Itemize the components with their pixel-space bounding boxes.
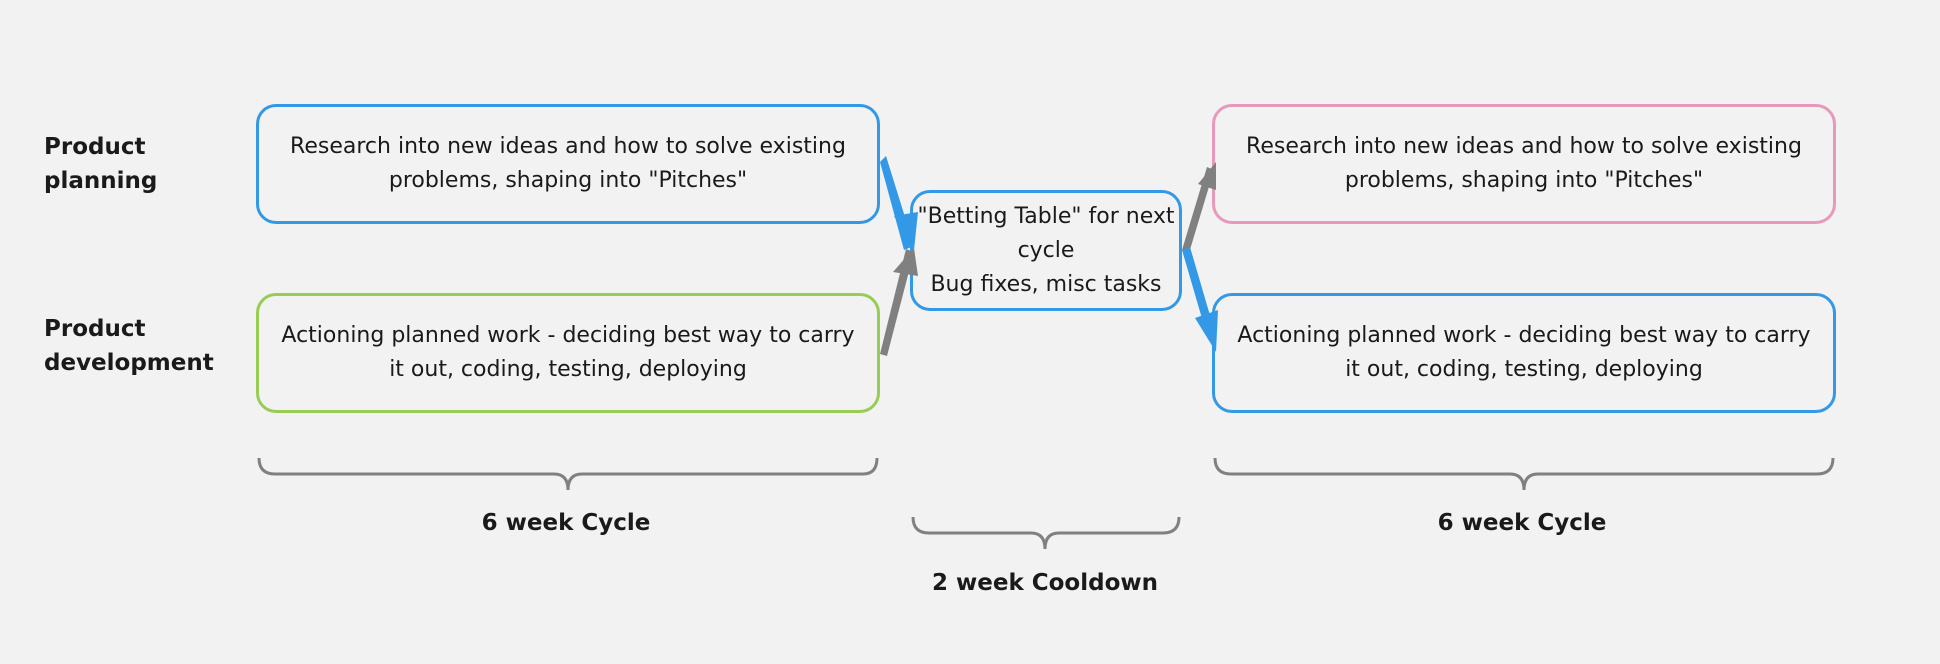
development-box-cycle-1-text: Actioning planned work - deciding best w…	[281, 323, 855, 382]
brace-cycle-2	[1213, 457, 1835, 491]
cooldown-box-text: "Betting Table" for next cycle Bug fixes…	[917, 203, 1175, 297]
brace-cooldown	[911, 516, 1181, 550]
caption-cooldown: 2 week Cooldown	[931, 570, 1158, 596]
development-box-cycle-2-text: Actioning planned work - deciding best w…	[1237, 323, 1811, 382]
planning-box-cycle-1-text: Research into new ideas and how to solve…	[290, 134, 846, 193]
arrow-planning-to-cooldown-head	[894, 212, 918, 250]
caption-cycle-1: 6 week Cycle	[481, 510, 651, 536]
arrow-development-to-cooldown	[880, 249, 914, 356]
row-label-product-development: Product development	[44, 316, 214, 376]
planning-box-cycle-1[interactable]: Research into new ideas and how to solve…	[256, 104, 880, 224]
arrow-cooldown-to-development-head	[1195, 310, 1218, 352]
planning-box-cycle-2-text: Research into new ideas and how to solve…	[1246, 134, 1802, 193]
row-label-product-planning: Product planning	[44, 134, 158, 194]
cooldown-box[interactable]: "Betting Table" for next cycle Bug fixes…	[910, 190, 1182, 311]
arrow-cooldown-to-planning	[1182, 167, 1214, 253]
brace-cycle-1	[257, 457, 879, 491]
planning-box-cycle-2[interactable]: Research into new ideas and how to solve…	[1212, 104, 1836, 224]
development-box-cycle-2[interactable]: Actioning planned work - deciding best w…	[1212, 293, 1836, 413]
arrow-cooldown-to-planning-head	[1198, 162, 1216, 190]
caption-cycle-2: 6 week Cycle	[1437, 510, 1607, 536]
development-box-cycle-1[interactable]: Actioning planned work - deciding best w…	[256, 293, 880, 413]
arrow-development-to-cooldown-head	[893, 248, 918, 276]
